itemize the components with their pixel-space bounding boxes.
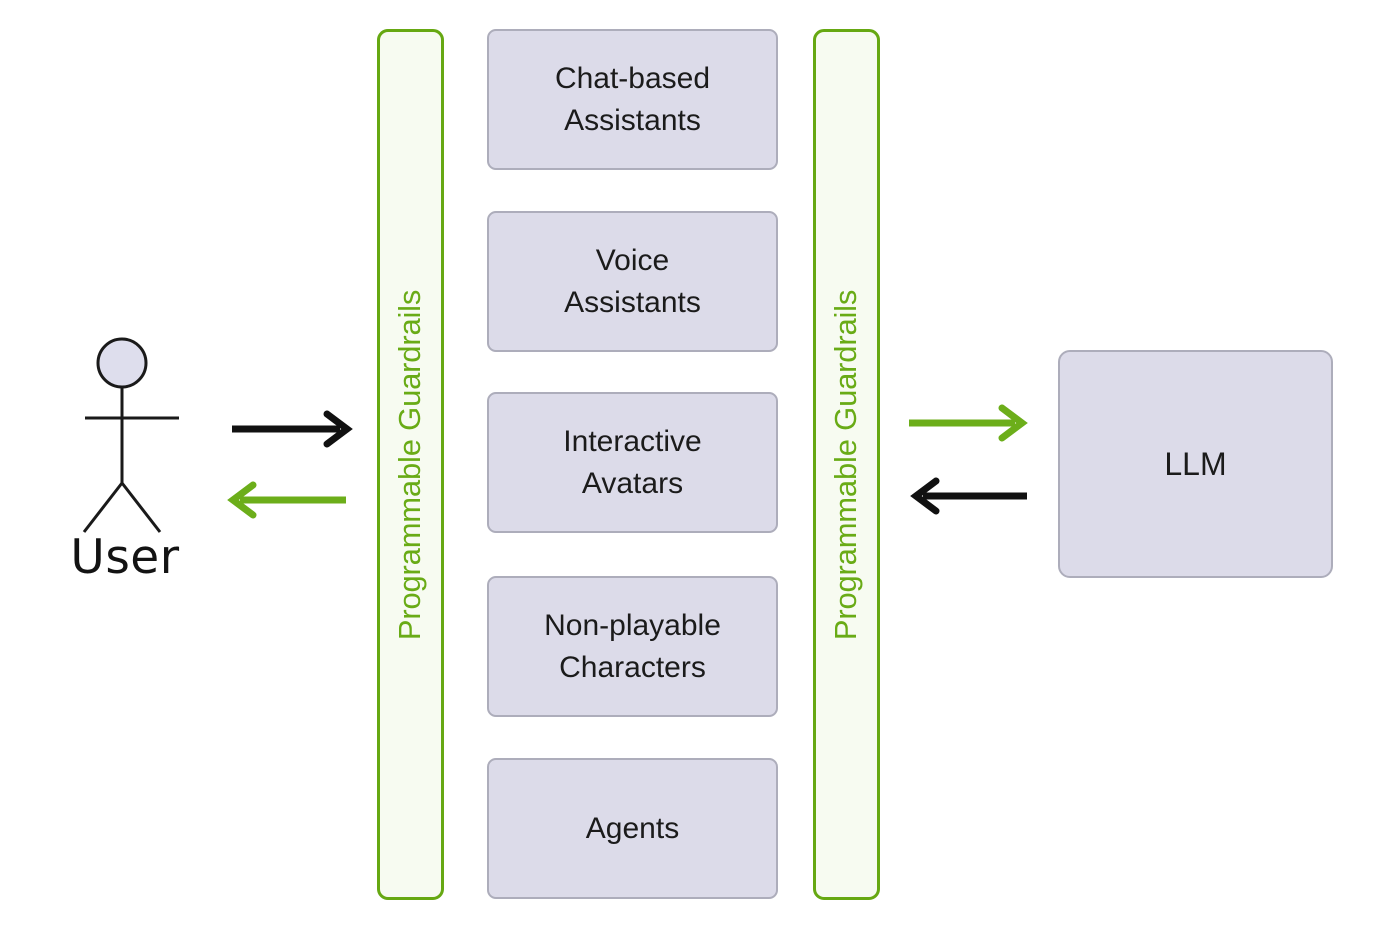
app-box-interactive-avatars[interactable]: Interactive Avatars xyxy=(487,392,778,533)
arrow-llm-to-guardrail xyxy=(910,477,1027,515)
llm-box[interactable]: LLM xyxy=(1058,350,1333,578)
app-box-non-playable-characters[interactable]: Non-playable Characters xyxy=(487,576,778,717)
guardrail-label-left: Programmable Guardrails xyxy=(392,289,428,640)
app-box-chat-based-assistants[interactable]: Chat-based Assistants xyxy=(487,29,778,170)
guardrail-bar-right: Programmable Guardrails xyxy=(813,29,880,900)
guardrail-bar-left: Programmable Guardrails xyxy=(377,29,444,900)
arrow-guardrail-to-user xyxy=(227,481,346,519)
app-box-voice-assistants[interactable]: Voice Assistants xyxy=(487,211,778,352)
arrow-guardrail-to-llm xyxy=(909,404,1028,442)
user-label: User xyxy=(70,530,180,585)
guardrail-label-right: Programmable Guardrails xyxy=(828,289,864,640)
user-stick-figure-icon xyxy=(82,337,179,533)
app-box-agents[interactable]: Agents xyxy=(487,758,778,899)
arrow-user-to-guardrail xyxy=(232,410,353,448)
